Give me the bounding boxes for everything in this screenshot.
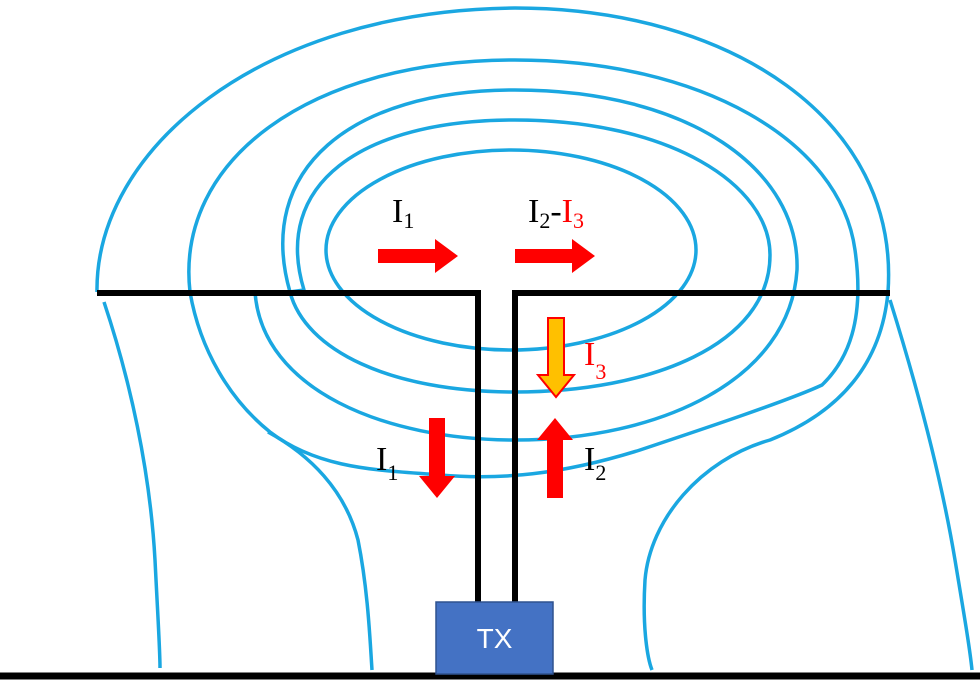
current-arrow-right-up (537, 418, 573, 498)
field-line-outer (95, 6, 891, 671)
label-top-right-current: I2-I3 (528, 193, 584, 233)
field-line-right-lower (888, 299, 974, 671)
antenna-left-arm (97, 290, 481, 602)
field-line-left-neck (267, 430, 374, 671)
current-arrow-top-left (378, 239, 458, 273)
antenna-right-arm (512, 290, 890, 602)
current-arrow-left-down (419, 418, 455, 498)
field-line-left-lower (102, 301, 162, 669)
label-i3-current: I3 (584, 336, 606, 384)
current-arrow-top-right (515, 239, 595, 273)
current-arrow-i3-down (535, 317, 577, 399)
label-top-left-current: I1 (392, 193, 414, 233)
field-line-inner (324, 148, 698, 352)
transmitter-label: TX (477, 623, 513, 654)
label-bottom-left-current: I1 (376, 441, 398, 485)
field-line-3 (253, 88, 799, 442)
field-line-4 (187, 58, 860, 479)
transmitter-box: TX (435, 601, 554, 675)
label-bottom-right-current: I2 (584, 441, 606, 485)
field-line-2 (287, 118, 772, 394)
